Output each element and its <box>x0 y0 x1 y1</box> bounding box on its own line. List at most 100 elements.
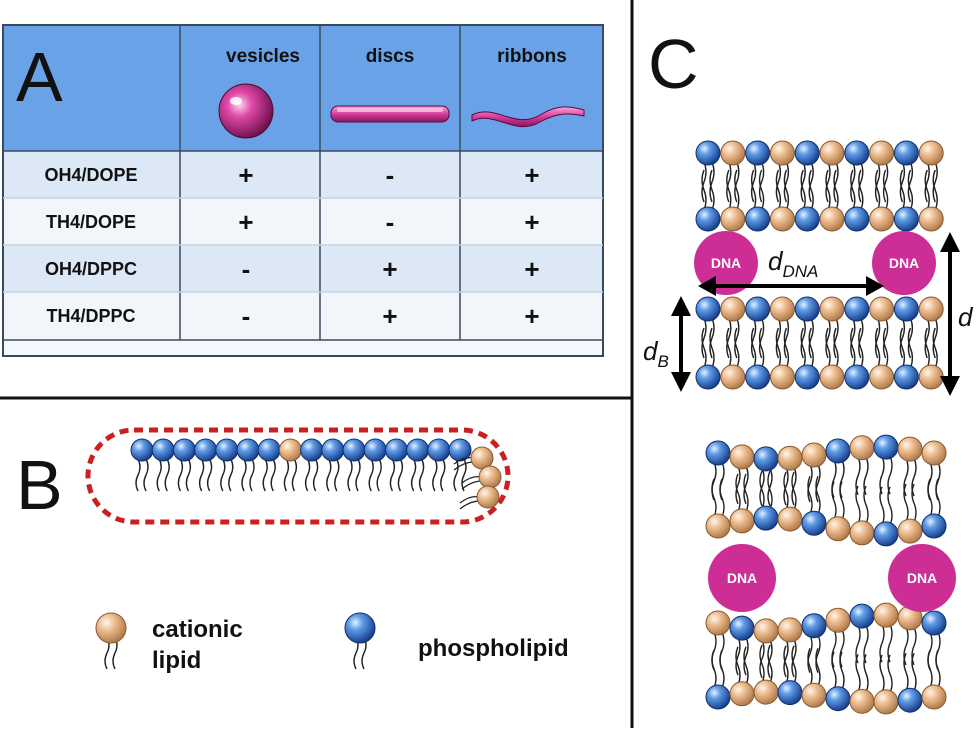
table-row <box>3 198 603 245</box>
phospholipid-head <box>194 438 218 462</box>
table-cell-mark: - <box>386 207 395 237</box>
row-label: TH4/DPPC <box>46 306 135 326</box>
phospholipid-head <box>801 510 827 536</box>
table-grid <box>2 24 604 357</box>
vesicle-sphere-icon <box>218 83 274 139</box>
table-row <box>3 245 603 292</box>
cationic-lipid-head <box>801 682 827 708</box>
phospholipid-head <box>344 612 376 644</box>
dna-strand-lower-right: DNA <box>888 544 956 612</box>
phospholipid-head <box>893 206 919 232</box>
d-label: d <box>958 302 974 332</box>
cationic-lipid-head <box>819 364 845 390</box>
table-cell-mark: + <box>524 160 539 190</box>
cationic-lipid-head <box>769 296 795 322</box>
cationic-lipid-head <box>921 684 947 710</box>
disc-bar-icon <box>330 105 450 123</box>
cationic-lipid-head <box>918 296 944 322</box>
d-arrow <box>940 232 960 396</box>
cationic-lipid-head <box>769 206 795 232</box>
panel-b: B cationic lipid phospholipid <box>16 427 569 674</box>
cationic-lipid-head <box>705 513 731 539</box>
cationic-lipid-head <box>918 364 944 390</box>
phospholipid-head <box>151 438 175 462</box>
phospholipid-head <box>893 364 919 390</box>
row-label: TH4/DOPE <box>46 212 136 232</box>
cationic-lipid-head <box>897 518 923 544</box>
d-dna-arrow <box>698 276 884 296</box>
cationic-lipid-head <box>869 296 895 322</box>
cationic-lipid-head <box>278 438 302 462</box>
phospholipid-head <box>300 438 324 462</box>
cationic-lipid-head <box>777 445 803 471</box>
legend-cationic-lipid-icon <box>95 612 127 670</box>
phospholipid-head <box>172 438 196 462</box>
cationic-lipid-head <box>869 364 895 390</box>
column-headers: vesicles discs ribbons <box>226 46 567 67</box>
column-header-discs: discs <box>366 46 415 67</box>
phospholipid-head <box>257 438 281 462</box>
cationic-lipid-head <box>921 440 947 466</box>
table-cell-mark: + <box>238 160 253 190</box>
legend: cationic lipid phospholipid <box>95 612 569 674</box>
cationic-lipid-head <box>777 506 803 532</box>
legend-cationic-label-line2: lipid <box>152 647 201 674</box>
phospholipid-head <box>695 140 721 166</box>
cationic-lipid-head <box>819 206 845 232</box>
panel-a: OH4/DOPE+-+TH4/DOPE+-+OH4/DPPC-++TH4/DPP… <box>2 24 604 357</box>
phospholipid-head <box>873 434 899 460</box>
phospholipid-head <box>801 613 827 639</box>
column-header-ribbons: ribbons <box>497 46 567 67</box>
phospholipid-head <box>873 521 899 547</box>
panel-c: C DNA DNA DNA DNA dDNA <box>643 25 974 715</box>
cationic-lipid-head <box>918 206 944 232</box>
cationic-lipid-head <box>873 689 899 715</box>
table-cell-mark: + <box>382 254 397 284</box>
table-row <box>3 151 603 198</box>
phospholipid-head <box>825 686 851 712</box>
phospholipid-head <box>844 140 870 166</box>
cationic-lipid-head <box>918 140 944 166</box>
phospholipid-head <box>794 206 820 232</box>
cationic-lipid-head <box>825 607 851 633</box>
table-cell-mark: + <box>524 254 539 284</box>
cationic-lipid-head <box>849 435 875 461</box>
phospholipid-head <box>705 440 731 466</box>
phospholipid-head <box>825 438 851 464</box>
phospholipid-head <box>215 438 239 462</box>
table-cell-mark: + <box>238 207 253 237</box>
dna-label: DNA <box>907 570 937 586</box>
phospholipid-head <box>695 206 721 232</box>
table-cell-mark: + <box>382 301 397 331</box>
ribbon-lipid-row <box>130 438 502 510</box>
d-dna-label: dDNA <box>768 246 818 281</box>
phospholipid-head <box>745 296 771 322</box>
cationic-lipid-head <box>720 140 746 166</box>
column-header-vesicles: vesicles <box>226 46 300 67</box>
phospholipid-head <box>893 140 919 166</box>
cationic-lipid-head <box>777 617 803 643</box>
row-label: OH4/DOPE <box>44 165 137 185</box>
phospholipid-head <box>844 364 870 390</box>
cationic-lipid-head <box>801 442 827 468</box>
cationic-lipid-head <box>819 140 845 166</box>
ribbon-wave-icon <box>471 106 585 128</box>
cationic-lipid-head <box>769 364 795 390</box>
table-cell-mark: + <box>524 301 539 331</box>
lamellar-bilayer-upper <box>695 140 944 390</box>
dna-label: DNA <box>727 570 757 586</box>
phospholipid-head <box>897 687 923 713</box>
cationic-lipid-head <box>849 688 875 714</box>
cationic-lipid-head <box>869 140 895 166</box>
cationic-lipid-head <box>720 296 746 322</box>
dna-strand-upper-left: DNA <box>694 231 758 295</box>
panel-label-a: A <box>16 38 63 116</box>
phospholipid-head <box>844 296 870 322</box>
phospholipid-head <box>893 296 919 322</box>
cationic-lipid-head <box>478 465 502 489</box>
phospholipid-head <box>921 513 947 539</box>
legend-cationic-label-line1: cationic <box>152 616 243 643</box>
phospholipid-head <box>844 206 870 232</box>
panel-label-c: C <box>648 25 699 103</box>
phospholipid-head <box>794 296 820 322</box>
